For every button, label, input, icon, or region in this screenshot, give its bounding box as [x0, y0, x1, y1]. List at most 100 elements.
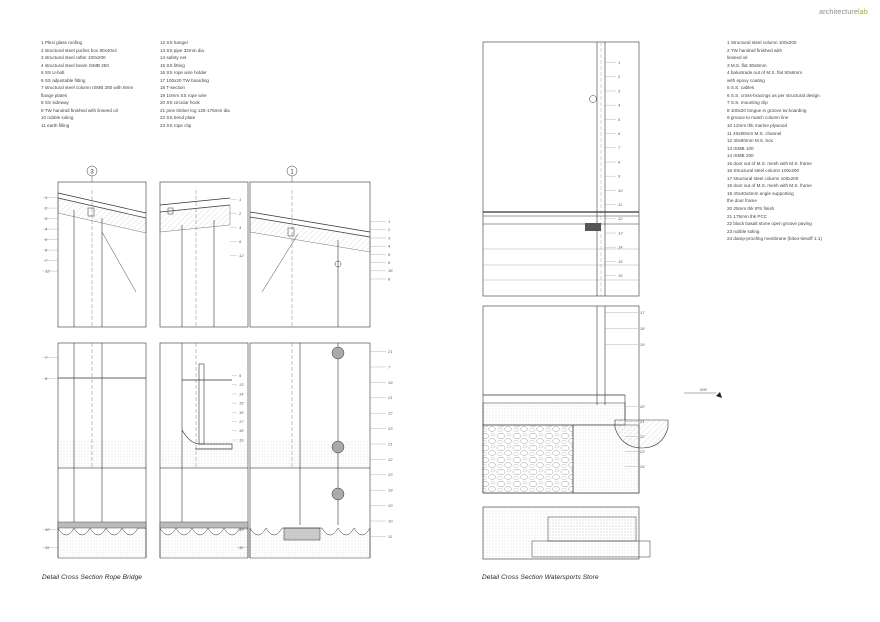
legend-right-item: 24 damp-proofing membrane (bitoo-tiesoff…: [727, 236, 822, 242]
store-top-panel: [482, 41, 640, 297]
caption-rope-bridge: Detail Cross Section Rope Bridge: [42, 574, 143, 581]
callout-number: 22: [639, 434, 645, 439]
callout-number: 1: [45, 195, 47, 200]
callout-number: 3: [45, 216, 48, 221]
legend-right-item: 20 25mm thk IPS finish: [727, 206, 775, 212]
grid-marker-1-label: 1: [290, 170, 294, 176]
legend-left-col2-item: 13 SS pipe 32mm dia: [160, 47, 204, 53]
rope-bridge-base-mid-panel: [159, 468, 249, 559]
brand-logo: architecturelab: [819, 9, 868, 16]
callout-number: 11: [45, 545, 49, 550]
callout-number: 4: [239, 225, 242, 230]
store-footing-panel: [482, 506, 651, 560]
callout-number: 19: [239, 437, 244, 442]
callout-number: 10: [45, 527, 50, 532]
callout-number: 18: [388, 268, 393, 273]
brand-lite: lab: [858, 9, 868, 16]
callout-number: 12: [45, 269, 50, 274]
callout-number: 21: [387, 441, 392, 446]
rope-bridge-rail-mid-panel: [159, 342, 249, 469]
legend-right-item: 13 ISMB 100: [727, 145, 754, 151]
legend-right-item: 8 100x20 tongue in groove tw boarding: [727, 107, 807, 113]
rope-bridge-base-left-panel: [57, 468, 147, 559]
legend-right-item: 4 balustrade out of M.S. flat 50x6mm: [727, 70, 803, 76]
callout-number: 9: [239, 373, 242, 378]
callout-number: 2: [387, 227, 391, 232]
rope-bridge-top-right-panel: [249, 181, 371, 328]
legend-left-col2-item: 17 100x20 TW boarding: [160, 77, 209, 83]
callout-number: 22: [387, 457, 393, 462]
legend-right-item: 19 40x40x6mm angle supporting: [727, 190, 794, 196]
legend-left-col1-item: 3 structural steel rafter 100x200: [41, 55, 106, 61]
callout-number: 18: [239, 428, 244, 433]
callout-number: 4: [45, 227, 48, 232]
legend-left-col1-item: 9 TW handrail finished with linseed oil: [41, 107, 118, 113]
grid-marker-1: 1: [286, 165, 298, 182]
legend-left-col1-item: 7 structural steel column ISMB 250 with …: [41, 85, 134, 91]
caption-watersports-store: Detail Cross Section Watersports Store: [482, 574, 599, 581]
legend-right-item: 23 rubble soling: [727, 228, 760, 234]
callout-number: 24: [639, 464, 645, 469]
legend-right-item: 22 black basalt stone open groove paving: [727, 221, 812, 227]
callout-number: 11: [618, 202, 622, 207]
rope-bridge-rail-left-panel: [57, 342, 147, 469]
legend-right-item: 16 Structural steel column 100x200: [727, 168, 800, 174]
grid-marker-3: 3: [86, 165, 98, 182]
callout-number: 18: [640, 326, 645, 331]
callout-number: 6: [239, 239, 242, 244]
legend-right-item: 10 12mm thk marine plywood: [727, 123, 788, 129]
legend-left-col2-item: 16 SS rope wire holder: [160, 70, 207, 76]
callout-number: 5: [618, 117, 621, 122]
callout-number: 13: [239, 382, 244, 387]
callout-number: 10: [618, 188, 623, 193]
callout-number: 16: [618, 273, 623, 278]
callout-number: 23: [639, 449, 645, 454]
legend-left-col1-item: 2 structural steel purlins box 80x40x4: [41, 47, 117, 53]
callout-number: 16: [239, 410, 244, 415]
legend-left-col2-item: 22 SS bend plate: [160, 115, 196, 121]
legend-left-col1-item: 6 SS adjustable fitting: [41, 77, 86, 83]
legend-left-col2-item: 21 pine timber log 125-175mm dia: [160, 107, 230, 113]
legend-right-item: linseed oil: [727, 55, 748, 61]
legend-left-col1-item: 10 rubble soling: [41, 115, 74, 121]
rope-bridge-base-right-panel: [249, 468, 371, 559]
callout-number: 11: [388, 534, 392, 539]
legend-left-col1-item: flange plates: [41, 92, 68, 98]
callout-number: 2: [617, 74, 621, 79]
callout-number: 9: [618, 174, 621, 179]
callout-number: 14: [239, 391, 244, 396]
legend-right-item: the door frame: [727, 198, 757, 204]
legend-left-col2-item: 15 SS fitting: [160, 62, 185, 68]
callout-number: 7: [45, 355, 48, 360]
callout-number: 20: [639, 404, 645, 409]
grid-marker-3-label: 3: [90, 170, 94, 176]
callout-number: 13: [618, 230, 623, 235]
legend-left-col2-item: 20 SS circular hook: [160, 100, 200, 106]
callout-number: 7: [45, 258, 48, 263]
brand-main: architecture: [819, 9, 859, 16]
legend-left-col1-item: 4 structural steel beam ISMB 250: [41, 62, 109, 68]
callout-number: 4: [618, 103, 621, 108]
legend-right-item: 3 M.S. flat 30x6mm: [727, 62, 767, 68]
rope-bridge-top-mid-panel: [159, 181, 249, 328]
callout-number: 5: [45, 237, 48, 242]
callout-number: 2: [238, 211, 242, 216]
legend-left-col2-item: 12 SS hanger: [160, 40, 189, 45]
callout-number: 6: [388, 260, 391, 265]
callout-number: 19: [388, 380, 393, 385]
callout-number: 12: [239, 253, 244, 258]
callout-number: 20: [387, 503, 393, 508]
legend-right-item: 15 door out of M.S. mesh with M.S. frame: [727, 160, 812, 166]
callout-number: 15: [618, 259, 623, 264]
callout-number: 8: [388, 276, 391, 281]
callout-number: 8: [45, 376, 48, 381]
legend-left-col1-item: 5 SS U-bolt: [41, 70, 65, 76]
callout-number: 10: [239, 527, 244, 532]
store-level-tag: 000: [684, 387, 722, 398]
callout-number: 11: [239, 545, 243, 550]
legend-right-item: 11 40x80mm M.S. channel: [727, 130, 782, 136]
rope-bridge-rail-right-panel: [249, 342, 371, 469]
legend-right-item: 12 40x80mm M.S. box: [727, 138, 773, 144]
